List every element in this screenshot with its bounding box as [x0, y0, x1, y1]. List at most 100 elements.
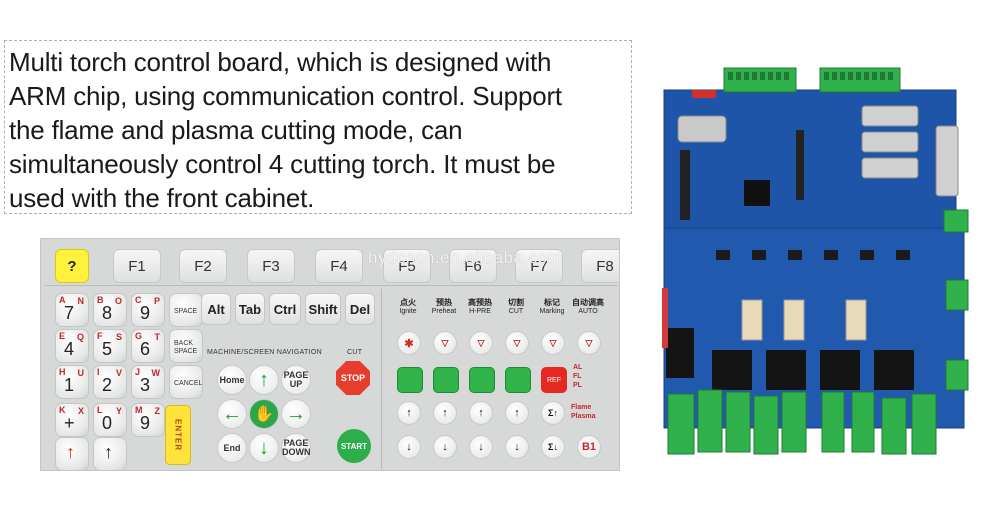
torch-3-down-key[interactable]: ↓: [469, 435, 493, 459]
flame-plasma-label: Flame Plasma: [571, 404, 596, 420]
torch-4-key[interactable]: [505, 367, 531, 393]
b1-key[interactable]: B1: [577, 435, 601, 459]
up-arrow-key[interactable]: ↑: [249, 365, 279, 395]
key-plus[interactable]: K X +: [55, 403, 89, 437]
f2-key[interactable]: F2: [179, 249, 227, 283]
ignite-key[interactable]: ✱: [397, 331, 421, 355]
up-arrow-icon: ↑: [406, 407, 412, 419]
cut-key[interactable]: ▽: [505, 331, 529, 355]
down-arrow-icon: ↓: [514, 441, 520, 453]
right-arrow-key[interactable]: →: [281, 399, 311, 429]
stop-key[interactable]: STOP: [336, 361, 370, 395]
torch-icon: ▽: [441, 337, 449, 348]
panel-divider: [381, 289, 382, 469]
db-connector: [861, 131, 919, 153]
up-arrow-red-key[interactable]: ↑: [55, 437, 89, 470]
tab-key[interactable]: Tab: [235, 293, 265, 325]
torch-3-up-key[interactable]: ↑: [469, 401, 493, 425]
navigation-title: MACHINE/SCREEN NAVIGATION: [207, 349, 322, 356]
ref-key[interactable]: REF: [541, 367, 567, 393]
down-arrow-icon: ↓: [406, 441, 412, 453]
torch-2-up-key[interactable]: ↑: [433, 401, 457, 425]
hand-stop-key[interactable]: ✋: [249, 399, 279, 429]
marking-key[interactable]: ▽: [541, 331, 565, 355]
preheat-key[interactable]: ▽: [433, 331, 457, 355]
all-down-key[interactable]: Σ↓: [541, 435, 565, 459]
enter-key[interactable]: ENTER: [165, 405, 191, 465]
right-arrow-icon: →: [286, 402, 306, 425]
del-key[interactable]: Del: [345, 293, 375, 325]
f8-key[interactable]: F8: [581, 249, 619, 283]
home-key[interactable]: Home: [217, 365, 247, 395]
keyboard-panel: ? F1 F2 F3 F4 F5 F6 F7 F8 A N 7 B O 8 C …: [40, 238, 620, 471]
key-3[interactable]: J W 3: [131, 365, 165, 399]
shift-key[interactable]: Shift: [305, 293, 341, 325]
description-line-5: used with the front cabinet.: [9, 183, 315, 213]
al-fl-pl-label: AL FL PL: [573, 364, 583, 389]
db-connector: [935, 125, 959, 197]
f7-key[interactable]: F7: [515, 249, 563, 283]
page-down-key[interactable]: PAGE DOWN: [281, 433, 311, 463]
down-arrow-key[interactable]: ↓: [249, 433, 279, 463]
key-0[interactable]: L Y 0: [93, 403, 127, 437]
backspace-key[interactable]: BACK SPACE: [169, 329, 203, 363]
key-dot[interactable]: M Z 9: [131, 403, 165, 437]
torch-4-down-key[interactable]: ↓: [505, 435, 529, 459]
description-line-4: simultaneously control 4 cutting torch. …: [9, 149, 556, 179]
torch-3-key[interactable]: [469, 367, 495, 393]
key-6[interactable]: G T 6: [131, 329, 165, 363]
left-arrow-key[interactable]: ←: [217, 399, 247, 429]
torch-1-up-key[interactable]: ↑: [397, 401, 421, 425]
up-arrow-icon: ↑: [259, 368, 269, 391]
description-line-1: Multi torch control board, which is desi…: [9, 47, 552, 77]
end-key[interactable]: End: [217, 433, 247, 463]
edge-connector: [662, 288, 668, 348]
alt-key[interactable]: Alt: [201, 293, 231, 325]
page-up-key[interactable]: PAGE UP: [281, 365, 311, 395]
hand-icon: ✋: [254, 406, 274, 423]
cut-title: CUT: [347, 349, 363, 356]
all-up-key[interactable]: Σ↑: [541, 401, 565, 425]
key-7[interactable]: A N 7: [55, 293, 89, 327]
f1-key[interactable]: F1: [113, 249, 161, 283]
space-key[interactable]: SPACE: [169, 293, 203, 327]
key-9[interactable]: C P 9: [131, 293, 165, 327]
torch-4-up-key[interactable]: ↑: [505, 401, 529, 425]
function-key-row: ? F1 F2 F3 F4 F5 F6 F7 F8: [49, 245, 619, 285]
torch-2-down-key[interactable]: ↓: [433, 435, 457, 459]
f4-key[interactable]: F4: [315, 249, 363, 283]
ctrl-key[interactable]: Ctrl: [269, 293, 301, 325]
key-2[interactable]: I V 2: [93, 365, 127, 399]
auto-key[interactable]: ▽: [577, 331, 601, 355]
f5-key[interactable]: F5: [383, 249, 431, 283]
down-arrow-icon: ↓: [442, 441, 448, 453]
cancel-key[interactable]: CANCEL: [169, 365, 203, 399]
pin-header: [796, 130, 804, 200]
key-8[interactable]: B O 8: [93, 293, 127, 327]
h-pre-key[interactable]: ▽: [469, 331, 493, 355]
description-line-2: ARM chip, using communication control. S…: [9, 81, 562, 111]
dip-switch: [692, 90, 716, 98]
f3-key[interactable]: F3: [247, 249, 295, 283]
torch-1-down-key[interactable]: ↓: [397, 435, 421, 459]
torch-1-key[interactable]: [397, 367, 423, 393]
f6-key[interactable]: F6: [449, 249, 497, 283]
help-key[interactable]: ?: [55, 249, 89, 283]
relay-sockets: [666, 328, 914, 390]
pin-header: [680, 150, 690, 220]
arm-chip: [744, 180, 770, 206]
start-key[interactable]: START: [337, 429, 371, 463]
db-connector: [677, 115, 727, 143]
key-1[interactable]: H U 1: [55, 365, 89, 399]
key-5[interactable]: F S 5: [93, 329, 127, 363]
key-4[interactable]: E Q 4: [55, 329, 89, 363]
torch-icon: ▽: [513, 337, 521, 348]
up-arrow-icon: ↑: [66, 442, 75, 462]
torch-2-key[interactable]: [433, 367, 459, 393]
terminal-screws: [728, 72, 893, 80]
up-arrow-green-key[interactable]: ↑: [93, 437, 127, 470]
